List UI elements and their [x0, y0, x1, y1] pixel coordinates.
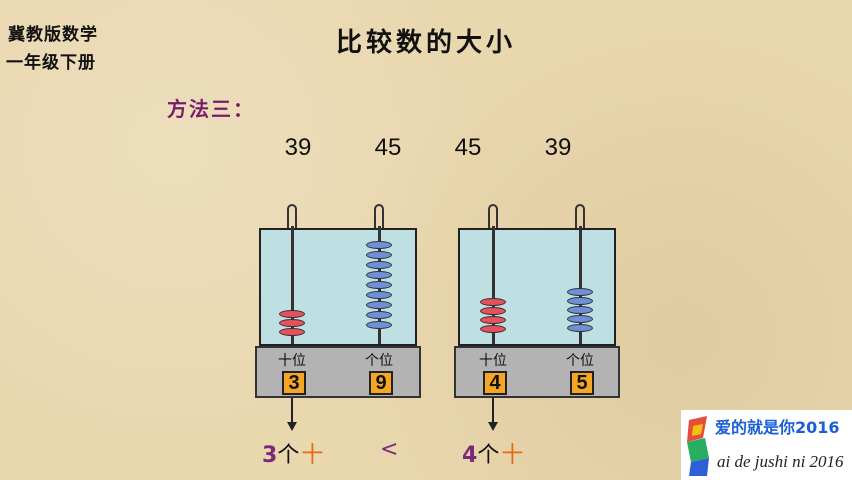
- ones-bead: [366, 301, 392, 309]
- comparison-sign: <: [380, 437, 399, 462]
- abacus-left-base: 十位 个位 3 9: [255, 346, 421, 398]
- ones-bead: [567, 288, 593, 296]
- result-left-word: 十: [301, 443, 324, 468]
- ones-bead: [366, 261, 392, 269]
- ones-bead: [567, 315, 593, 323]
- result-left-number: 3: [262, 443, 278, 468]
- tens-place-label: 十位: [278, 353, 306, 369]
- number-right-ones-39: 39: [544, 134, 572, 161]
- down-arrow-icon: [488, 398, 498, 431]
- result-right-unit: 个: [477, 443, 500, 468]
- number-left-tens-39: 39: [284, 134, 312, 161]
- tens-bead: [279, 319, 305, 327]
- rod-hook: [488, 204, 498, 228]
- tens-bead: [480, 325, 506, 333]
- tens-rod: [291, 226, 294, 344]
- result-left-unit: 个: [277, 443, 300, 468]
- ones-bead: [366, 311, 392, 319]
- ones-bead: [567, 306, 593, 314]
- rod-hook: [575, 204, 585, 228]
- ones-bead: [366, 251, 392, 259]
- ones-bead: [567, 297, 593, 305]
- ones-place-label: 个位: [566, 353, 594, 369]
- tens-rod: [492, 226, 495, 344]
- watermark-text-chinese: 爱的就是你2016: [715, 418, 840, 437]
- rod-hook: [374, 204, 384, 228]
- result-right-word: 十: [501, 443, 524, 468]
- ones-bead: [366, 291, 392, 299]
- page-title: 比较数的大小: [335, 28, 516, 58]
- tens-digit-box: 3: [282, 371, 306, 395]
- publisher-line2: 一年级下册: [6, 53, 96, 73]
- ones-digit-box: 9: [369, 371, 393, 395]
- ones-bead: [366, 281, 392, 289]
- tens-bead: [480, 307, 506, 315]
- tens-bead: [480, 316, 506, 324]
- tens-bead: [279, 328, 305, 336]
- abacus-right-frame: [458, 204, 616, 346]
- colorful-emblem-icon: [687, 416, 709, 476]
- tens-digit-box: 4: [483, 371, 507, 395]
- number-right-tens-45: 45: [454, 134, 482, 161]
- ones-digit-box: 5: [570, 371, 594, 395]
- ones-bead: [567, 324, 593, 332]
- abacus-right-base: 十位 个位 4 5: [454, 346, 620, 398]
- method-label: 方法三：: [167, 97, 255, 121]
- tens-place-label: 十位: [479, 353, 507, 369]
- down-arrow-icon: [287, 398, 297, 431]
- publisher-line1: 冀教版数学: [8, 25, 98, 45]
- tens-bead: [480, 298, 506, 306]
- number-left-ones-45: 45: [374, 134, 402, 161]
- watermark-logo: 爱的就是你2016 ai de jushi ni 2016: [681, 410, 852, 480]
- ones-bead: [366, 271, 392, 279]
- ones-bead: [366, 321, 392, 329]
- ones-bead: [366, 241, 392, 249]
- watermark-text-pinyin: ai de jushi ni 2016: [717, 452, 844, 471]
- abacus-left-frame: [259, 204, 417, 346]
- ones-rod: [579, 226, 582, 344]
- rod-hook: [287, 204, 297, 228]
- ones-place-label: 个位: [365, 353, 393, 369]
- result-left: 3个十: [262, 437, 323, 469]
- result-right: 4个十: [462, 437, 523, 469]
- result-right-number: 4: [462, 443, 478, 468]
- tens-bead: [279, 310, 305, 318]
